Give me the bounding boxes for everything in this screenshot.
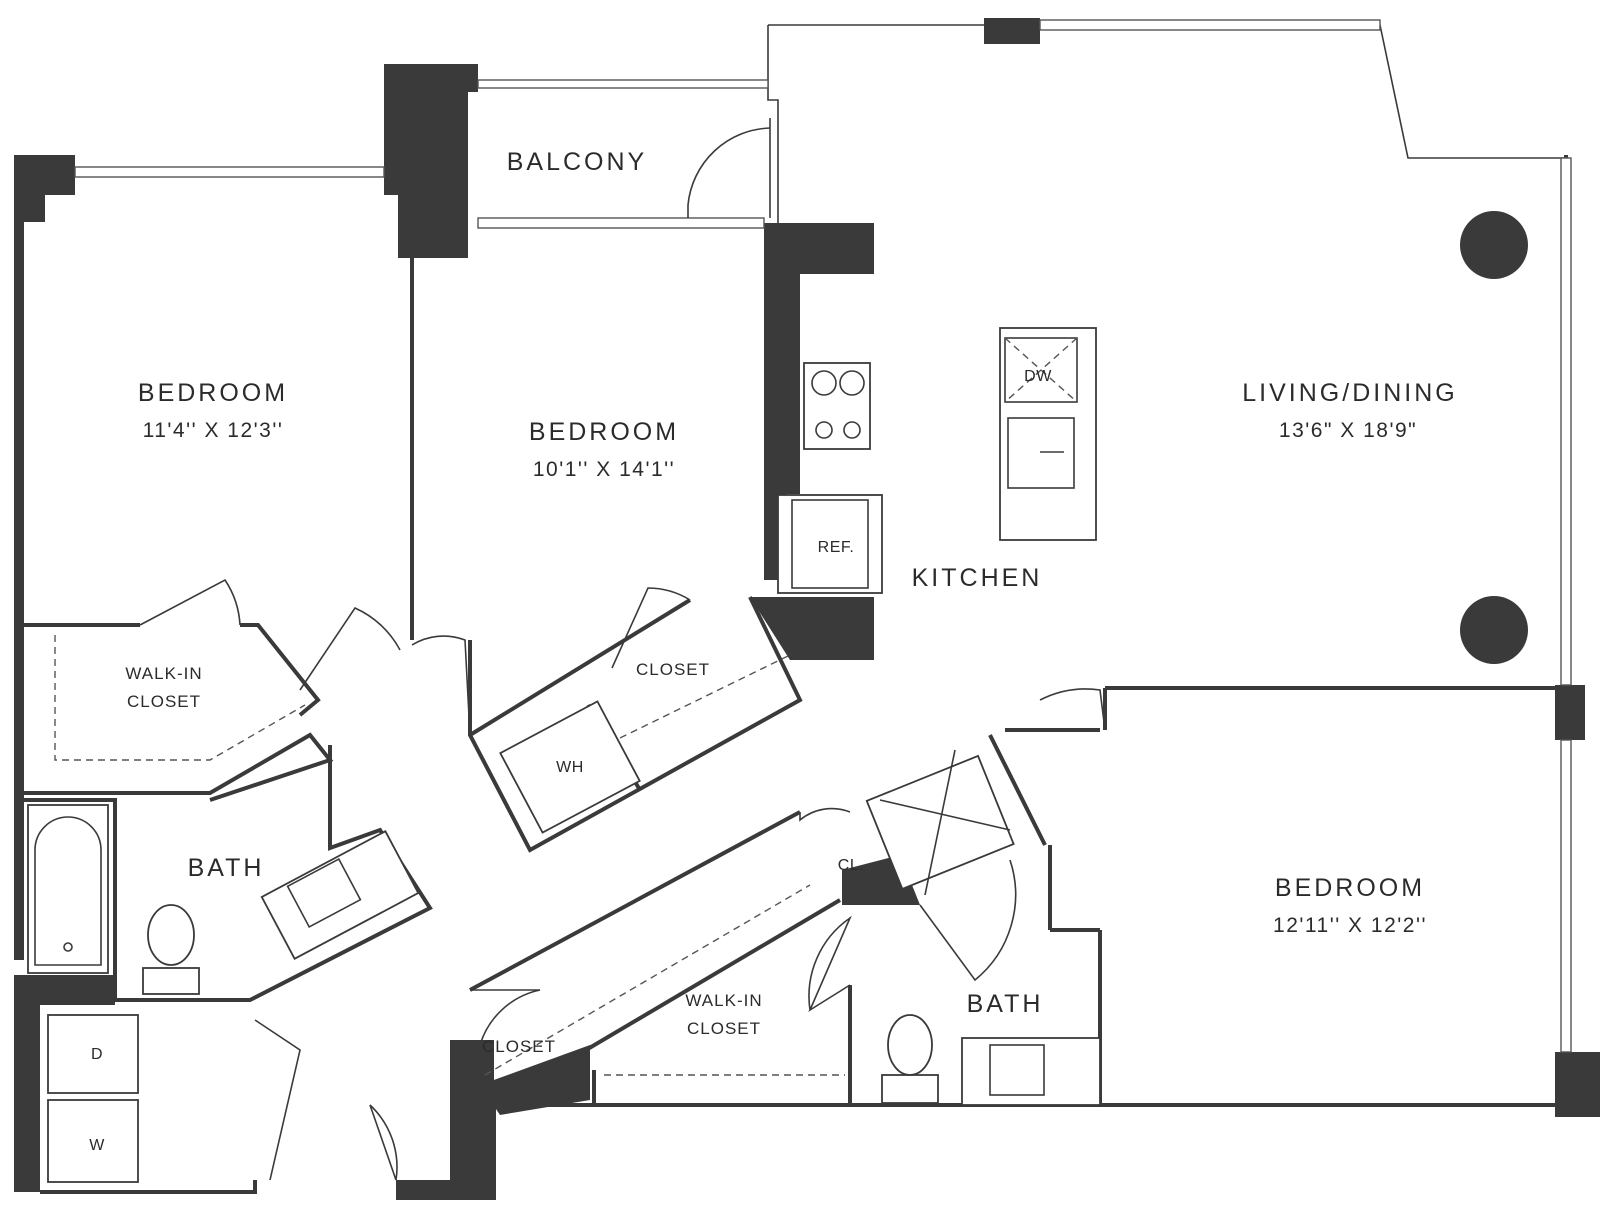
toilet-icon-2 (881, 1074, 939, 1104)
toilet-icon (142, 967, 200, 995)
vanity-icon (260, 830, 420, 960)
washer-icon (47, 1099, 139, 1183)
sink-icon (1007, 417, 1075, 489)
bedroom-1-name: BEDROOM (138, 379, 288, 407)
walk-in-closet-2-line1: WALK-IN (685, 991, 762, 1010)
living-dining-dimensions: 13'6" X 18'9" (1279, 419, 1417, 442)
fixtures (27, 327, 1101, 1183)
column-2 (1460, 596, 1528, 664)
window-east-lower (1560, 739, 1572, 1053)
washer-label: W (89, 1137, 105, 1154)
dishwasher-label: DW (1024, 368, 1052, 385)
bathtub-icon (27, 804, 109, 974)
refrigerator-label: REF. (818, 539, 855, 556)
closet-1-name: CLOSET (482, 1037, 556, 1056)
living-dining-name: LIVING/DINING (1242, 379, 1457, 407)
window-balcony-bottom (477, 217, 765, 229)
balcony-pillar (384, 64, 478, 258)
water-heater-label: WH (556, 759, 584, 776)
balcony-name: BALCONY (507, 148, 647, 176)
walk-in-closet-1-line1: WALK-IN (125, 664, 202, 683)
kitchen-name: KITCHEN (912, 564, 1043, 592)
dishwasher-icon (1004, 337, 1078, 403)
room-labels: BEDROOM 11'4'' X 12'3'' BEDROOM 10'1'' X… (125, 148, 1457, 1056)
closet-3-name: CL. (838, 857, 864, 874)
walk-in-closet-2-line2: CLOSET (687, 1019, 761, 1038)
structural-walls (14, 18, 1600, 1200)
water-heater-icon (499, 700, 641, 834)
appliance-labels: DW REF. WH D W (89, 368, 1052, 1154)
range-icon (803, 362, 871, 450)
window-north (1039, 19, 1381, 31)
bedroom-1-dimensions: 11'4'' X 12'3'' (143, 419, 284, 442)
kitchen-wall (764, 223, 874, 580)
bath-1-name: BATH (188, 854, 265, 882)
south-pillar (396, 1040, 494, 1200)
east-pillar-2 (1555, 1052, 1600, 1117)
refrigerator-icon (777, 494, 883, 594)
walk-in-closet-1-line2: CLOSET (127, 692, 201, 711)
dryer-icon (47, 1014, 139, 1094)
windows (74, 19, 1572, 1053)
bedroom-3-dimensions: 12'11'' X 12'2'' (1273, 914, 1427, 937)
column-1 (1460, 211, 1528, 279)
bedroom-2-name: BEDROOM (529, 418, 679, 446)
balcony-door (687, 127, 771, 218)
east-pillar-1 (1555, 685, 1585, 740)
laundry-wall (14, 975, 115, 1192)
bath-2-name: BATH (967, 990, 1044, 1018)
kitchen-island (999, 327, 1097, 541)
bedroom-2-dimensions: 10'1'' X 14'1'' (533, 458, 675, 481)
dryer-label: D (91, 1046, 103, 1063)
north-pillar (984, 18, 1040, 44)
doors (139, 118, 1106, 1181)
closet-rods (54, 635, 845, 1076)
vanity-icon-2 (961, 1037, 1101, 1106)
closet-corner (480, 1045, 590, 1115)
bedroom-3-name: BEDROOM (1275, 874, 1425, 902)
kitchen-wall-lower (750, 597, 874, 660)
window-balcony-top (477, 79, 769, 89)
window-east-upper (1560, 157, 1572, 686)
closet-2-name: CLOSET (636, 660, 710, 679)
west-wall (14, 155, 75, 960)
window-bedroom-1 (74, 166, 385, 178)
